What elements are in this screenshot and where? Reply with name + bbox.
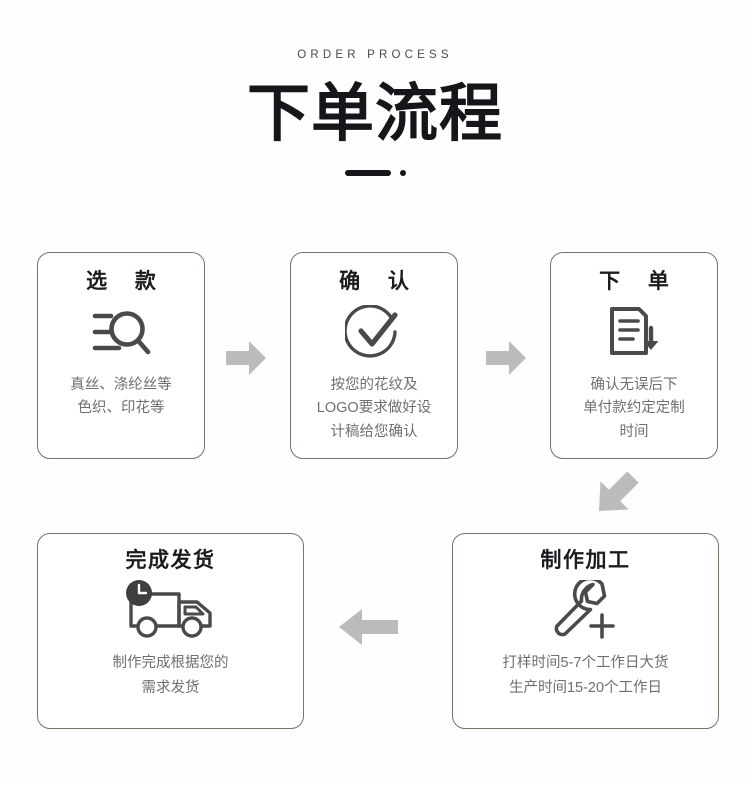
step-card-title: 选 款	[86, 270, 167, 293]
truck-clock-icon	[117, 579, 225, 641]
arrow-step4-to-step5	[336, 606, 400, 653]
search-list-icon	[91, 304, 151, 362]
step-card-complete-shipment[interactable]: 完成发货 制作完成根据您的 需求发货	[37, 533, 304, 729]
step-card-title: 制作加工	[540, 549, 631, 572]
title-divider	[0, 169, 750, 177]
document-download-icon	[605, 304, 663, 362]
step-card-place-order[interactable]: 下 单 确认无误后下 单付款约定定制 时间	[550, 252, 718, 459]
page-header: ORDER PROCESS 下单流程	[0, 0, 750, 177]
step-card-production[interactable]: 制作加工 打样时间5-7个工作日大货 生产时间15-20个工作日	[452, 533, 719, 729]
wrench-plus-icon	[553, 579, 619, 641]
divider-bar-icon	[344, 169, 391, 176]
eyebrow-label: ORDER PROCESS	[297, 49, 453, 61]
step-card-title: 下 单	[599, 270, 680, 293]
arrow-step1-to-step2	[224, 338, 268, 383]
step-card-description: 打样时间5-7个工作日大货 生产时间15-20个工作日	[502, 655, 669, 697]
step-card-title: 确 认	[339, 270, 420, 293]
step-card-title: 完成发货	[125, 549, 216, 572]
step-card-description: 制作完成根据您的 需求发货	[112, 655, 229, 697]
page-title: 下单流程	[247, 78, 503, 149]
step-card-select-style[interactable]: 选 款 真丝、涤纶丝等 色织、印花等	[37, 252, 205, 459]
arrow-step2-to-step3	[484, 338, 528, 383]
check-circle-icon	[345, 304, 403, 362]
step-card-description: 真丝、涤纶丝等 色织、印花等	[70, 377, 172, 417]
divider-dot-icon	[399, 169, 406, 176]
step-card-description: 按您的花纹及 LOGO要求做好设 计稿给您确认	[316, 377, 432, 440]
step-card-confirm[interactable]: 确 认 按您的花纹及 LOGO要求做好设 计稿给您确认	[290, 252, 458, 459]
step-card-description: 确认无误后下 单付款约定定制 时间	[583, 377, 685, 440]
arrow-step3-to-step4	[588, 468, 644, 525]
